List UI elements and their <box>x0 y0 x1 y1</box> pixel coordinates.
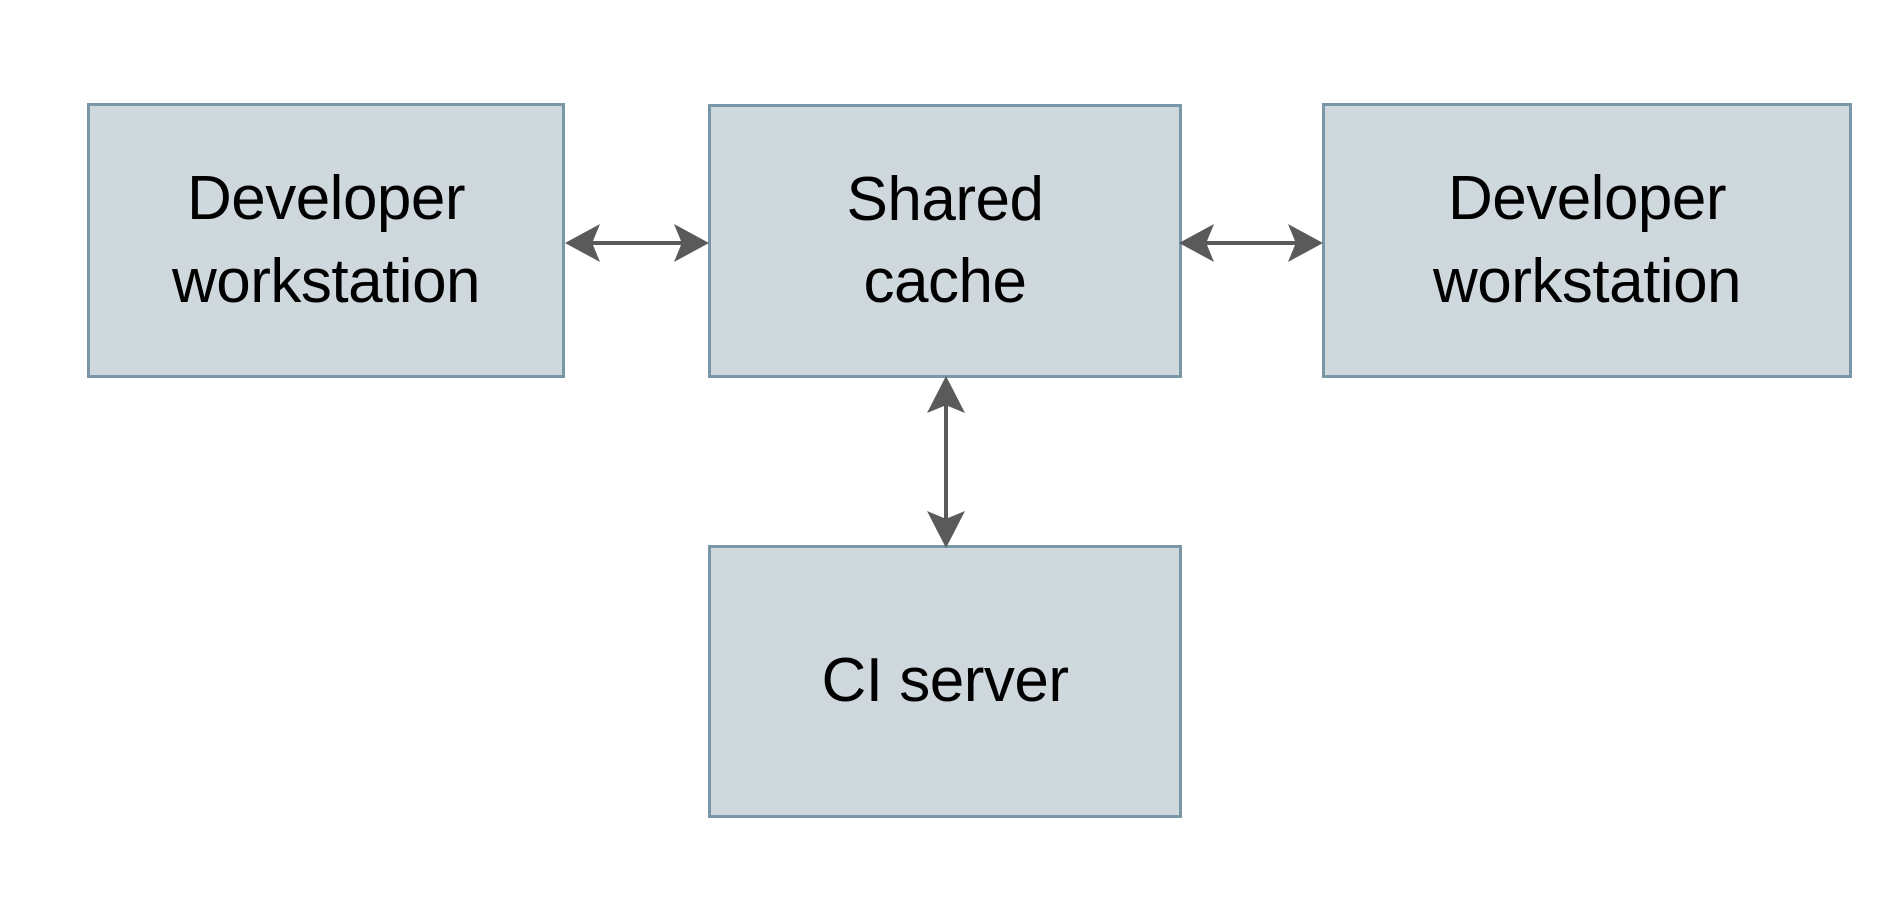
node-developer-workstation-left[interactable]: Developer workstation <box>87 103 565 378</box>
node-ci-server[interactable]: CI server <box>708 545 1182 818</box>
double-arrow-horizontal-icon <box>565 224 709 262</box>
node-label-developer-workstation-left: Developer workstation <box>171 164 481 316</box>
connector-shared-cache-to-ci-server <box>927 376 965 548</box>
node-label-shared-cache: Shared cache <box>846 164 1044 316</box>
connector-shared-cache-to-developer-workstation-right <box>1179 224 1323 262</box>
node-label-developer-workstation-right: Developer workstation <box>1432 164 1742 316</box>
double-arrow-vertical-icon <box>927 376 965 548</box>
node-label-ci-server: CI server <box>821 646 1069 716</box>
node-developer-workstation-right[interactable]: Developer workstation <box>1322 103 1852 378</box>
node-shared-cache[interactable]: Shared cache <box>708 104 1182 378</box>
double-arrow-horizontal-icon <box>1179 224 1323 262</box>
connector-developer-workstation-left-to-shared-cache <box>565 224 709 262</box>
